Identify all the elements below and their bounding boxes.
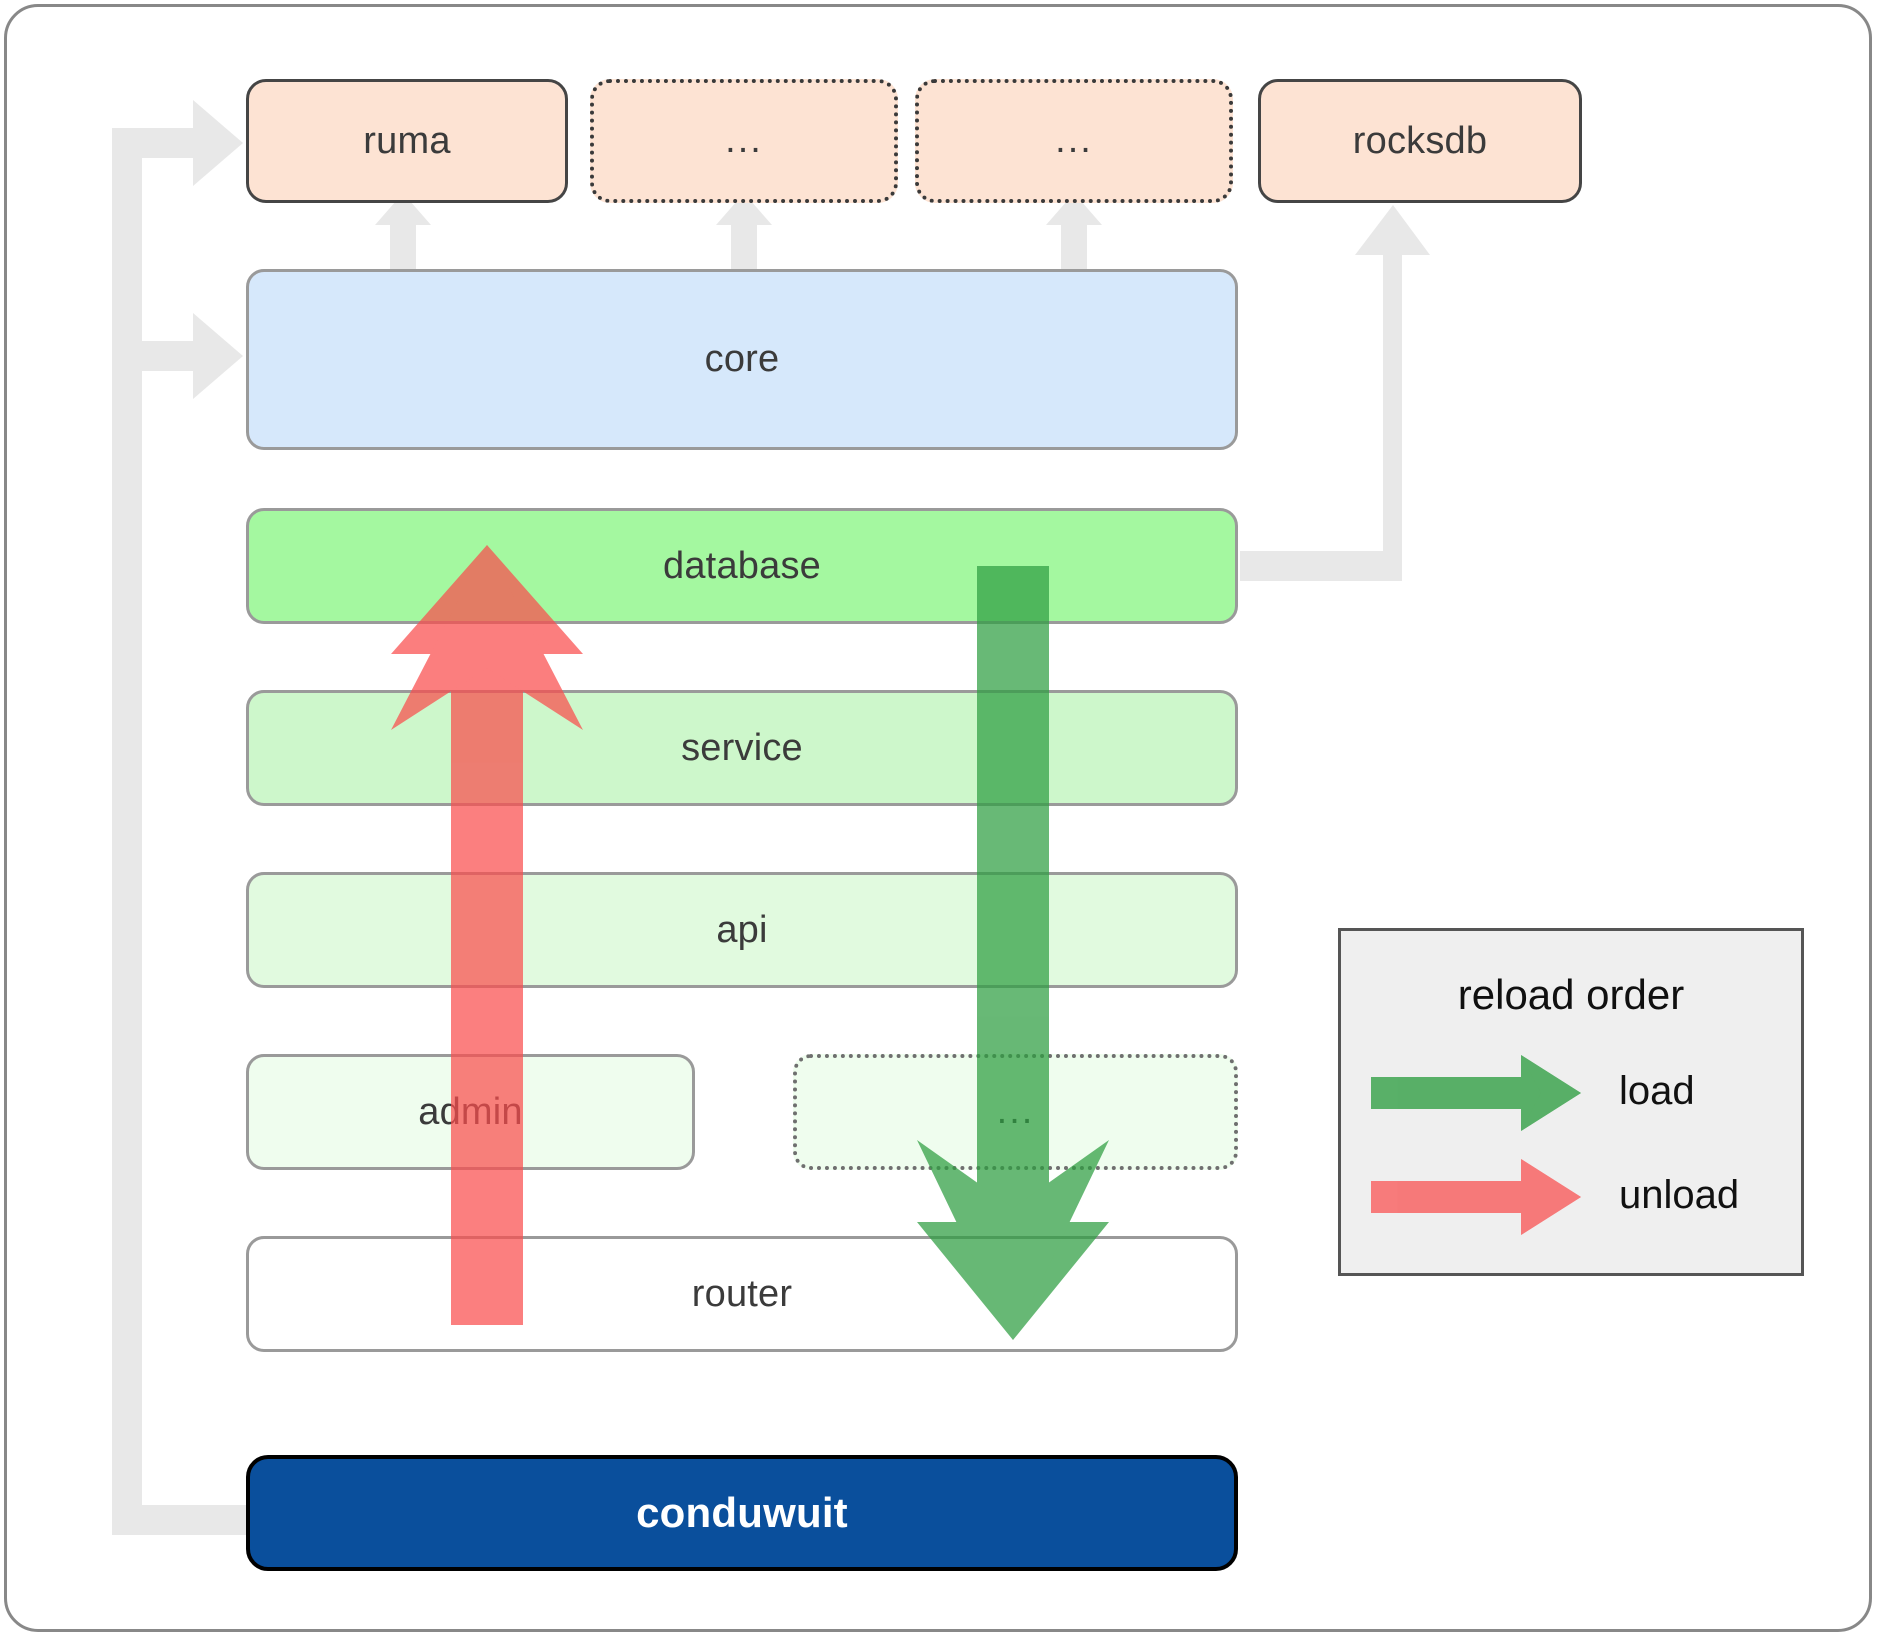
- legend-label-load: load: [1619, 1069, 1695, 1113]
- layer-label-api: api: [716, 908, 768, 951]
- layer-box-api[interactable]: api: [246, 872, 1238, 988]
- application-box-conduwuit[interactable]: conduwuit: [246, 1455, 1238, 1571]
- legend-title: reload order: [1457, 971, 1685, 1018]
- diagram-frame: [4, 4, 1872, 1632]
- layer-label-database: database: [663, 544, 821, 587]
- legend-load-arrow-icon: [1371, 1055, 1581, 1131]
- legend-label-unload: unload: [1619, 1173, 1740, 1217]
- dependency-label-3: ...: [1055, 119, 1093, 162]
- legend-panel: reload order load unload: [1338, 928, 1804, 1276]
- legend-row-load: load: [1341, 1055, 1801, 1131]
- dependency-label-ruma: ruma: [363, 119, 451, 162]
- layer-box-router[interactable]: router: [246, 1236, 1238, 1352]
- layer-label-ellipsis: ...: [996, 1090, 1035, 1133]
- layer-box-admin[interactable]: admin: [246, 1054, 695, 1170]
- dependency-label-2: ...: [725, 119, 763, 162]
- dependency-box-3[interactable]: ...: [915, 79, 1233, 203]
- layer-label-admin: admin: [418, 1090, 523, 1133]
- layer-box-database[interactable]: database: [246, 508, 1238, 624]
- layer-box-ellipsis[interactable]: ...: [793, 1054, 1238, 1170]
- layer-label-router: router: [691, 1272, 793, 1315]
- application-label: conduwuit: [636, 1489, 848, 1536]
- dependency-box-ruma[interactable]: ruma: [246, 79, 568, 203]
- layer-label-service: service: [681, 726, 803, 769]
- layer-label-core: core: [704, 338, 780, 380]
- legend-row-unload: unload: [1341, 1159, 1801, 1235]
- layer-box-core[interactable]: core: [246, 269, 1238, 450]
- dependency-label-rocksdb: rocksdb: [1352, 119, 1488, 162]
- layer-box-service[interactable]: service: [246, 690, 1238, 806]
- dependency-box-rocksdb[interactable]: rocksdb: [1258, 79, 1582, 203]
- dependency-box-2[interactable]: ...: [590, 79, 898, 203]
- legend-unload-arrow-icon: [1371, 1159, 1581, 1235]
